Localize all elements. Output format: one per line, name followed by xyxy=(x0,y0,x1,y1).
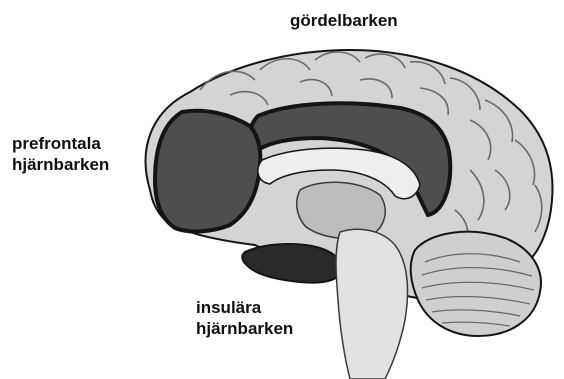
prefrontal-region xyxy=(155,111,260,232)
insular-region xyxy=(242,244,342,283)
label-cingulate-cortex: gördelbarken xyxy=(290,10,398,31)
label-insular-line2: hjärnbarken xyxy=(196,318,293,339)
label-insular-cortex: insulära hjärnbarken xyxy=(196,297,293,339)
label-prefrontal-cortex: prefrontala hjärnbarken xyxy=(12,133,109,175)
cerebellum xyxy=(411,232,541,336)
thalamus xyxy=(297,182,385,239)
brainstem xyxy=(336,229,408,379)
label-prefrontal-line1: prefrontala xyxy=(12,133,109,154)
label-insular-line1: insulära xyxy=(196,297,293,318)
label-prefrontal-line2: hjärnbarken xyxy=(12,154,109,175)
